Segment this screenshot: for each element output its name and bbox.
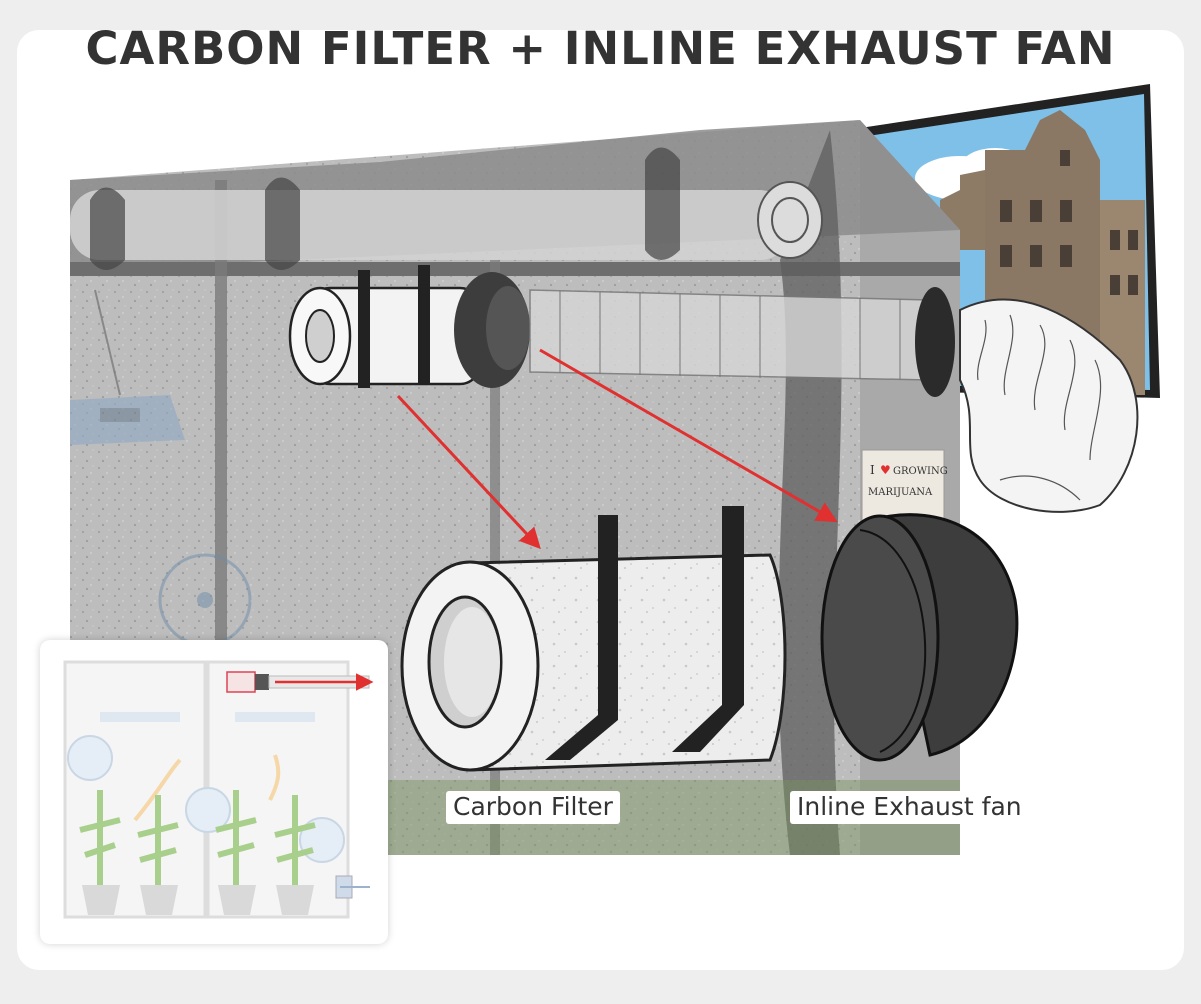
svg-text:I: I <box>870 463 875 477</box>
carbon-filter-large-icon <box>400 506 787 772</box>
inset-airflow-arrows <box>133 754 281 822</box>
svg-text:GROWING: GROWING <box>893 466 948 477</box>
carbon-filter-label: Carbon Filter <box>446 791 620 824</box>
inset-exhaust-icon <box>226 671 374 693</box>
rolled-door-flap <box>70 147 823 270</box>
inset-tent-diagram <box>40 640 388 944</box>
svg-text:♥: ♥ <box>880 463 891 477</box>
red-arrows <box>396 348 838 550</box>
hanging-carbon-filter-icon <box>288 265 482 388</box>
diagram-title: CARBON FILTER + INLINE EXHAUST FAN <box>85 22 1116 75</box>
inset-pots-icon <box>82 885 314 915</box>
hanging-inline-fan-icon <box>454 272 530 388</box>
inset-plants-icon <box>79 790 316 885</box>
inline-fan-large-icon <box>820 513 1019 762</box>
inset-diagram-svg <box>63 660 374 919</box>
inline-fan-label: Inline Exhaust fan <box>790 791 1029 824</box>
grow-light-icon <box>70 289 185 445</box>
svg-text:MARIJUANA: MARIJUANA <box>868 487 933 498</box>
inset-intake-icon <box>335 875 370 899</box>
flexible-duct-icon <box>529 287 1139 513</box>
